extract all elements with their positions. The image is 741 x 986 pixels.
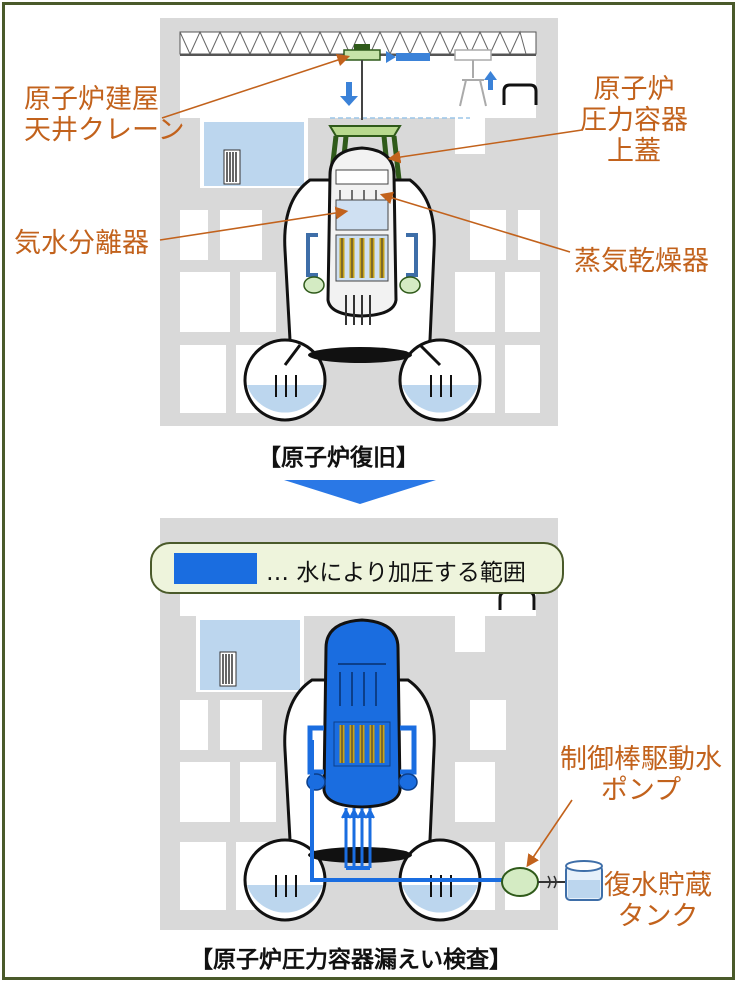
legend-swatch: [174, 553, 257, 584]
fuel-rack-icon-bottom: [219, 651, 237, 687]
fuel-rack-icon-top: [223, 149, 241, 185]
label-condensate-storage-tank: 復水貯蔵 タンク: [604, 870, 712, 932]
condensate-storage-tank-icon: [565, 860, 603, 901]
crd-pump-icon: [501, 867, 566, 897]
caption-reactor-restoration: 【原子炉復旧】: [258, 445, 419, 471]
label-crd-pump: 制御棒駆動水 ポンプ: [560, 744, 722, 806]
caption-rpv-leak-test: 【原子炉圧力容器漏えい検査】: [190, 947, 512, 973]
overhead-crane-top: [340, 44, 497, 120]
pressurized-range-legend: … 水により加圧する範囲: [150, 542, 564, 594]
legend-text: … 水により加圧する範囲: [266, 560, 526, 586]
label-rpv-head: 原子炉 圧力容器 上蓋: [580, 74, 688, 167]
label-steam-separator: 気水分離器: [14, 228, 149, 259]
transition-arrow: [284, 480, 436, 504]
top-containment: [243, 146, 482, 422]
bottom-containment: [243, 618, 515, 922]
label-reactor-building-crane: 原子炉建屋 天井クレーン: [24, 84, 185, 146]
label-steam-dryer: 蒸気乾燥器: [574, 246, 709, 277]
